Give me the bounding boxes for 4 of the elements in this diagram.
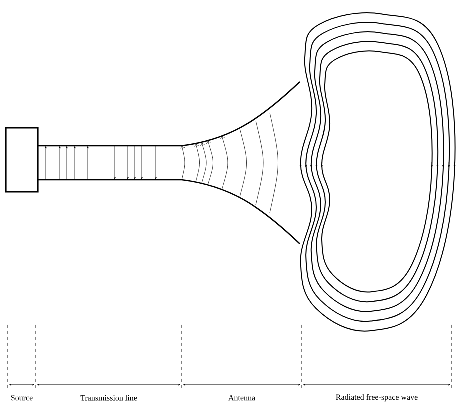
dimension-label: Radiated free-space wave [336,394,418,402]
dimension-label: Transmission line [80,395,138,401]
dimension-label: Source [11,395,33,401]
dimension-label: Antenna [228,395,256,401]
